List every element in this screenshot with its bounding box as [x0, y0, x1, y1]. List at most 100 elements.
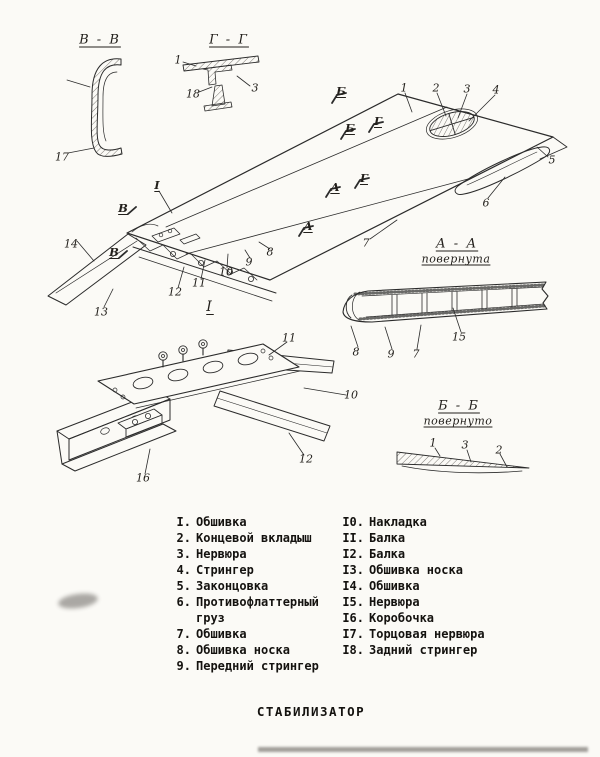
- legend-item: 5. Законцовка: [163, 578, 326, 594]
- callout-9: 9: [245, 255, 253, 269]
- callout-12: 12: [168, 285, 182, 299]
- legend-item-label: Передний стрингер: [196, 659, 319, 673]
- legend-item-number: II.: [342, 531, 364, 545]
- legend-item: I4.Обшивка: [336, 578, 485, 594]
- detail-i-drawing: [56, 339, 347, 475]
- legend-item: 7. Обшивка: [163, 626, 326, 642]
- callout-bb-3: 3: [461, 438, 469, 452]
- detail-i-label: I: [206, 299, 214, 315]
- legend-item-label: Законцовка: [196, 579, 269, 593]
- callout-7: 7: [362, 236, 370, 250]
- section-bb-label: Б - Б: [438, 398, 480, 414]
- callout-bb-2: 2: [495, 443, 503, 457]
- callout-bb-1: 1: [429, 436, 437, 450]
- legend-column-right: I0.Накладка II.Балка I2.Балка I3.Обшивка…: [336, 514, 485, 674]
- legend-item-number: I5.: [342, 595, 364, 609]
- legend-item-label: Накладка: [369, 515, 427, 529]
- section-aa-note: повернута: [421, 252, 491, 266]
- legend-item-number: I7.: [342, 627, 364, 641]
- legend-item-number: 6.: [176, 595, 191, 609]
- legend-item-number: I3.: [342, 563, 364, 577]
- scan-streak-artifact: [258, 747, 588, 752]
- legend-item-number: 5.: [176, 579, 191, 593]
- callout-11: 11: [192, 276, 206, 290]
- callout-aa-8: 8: [352, 345, 360, 359]
- section-aa-label: А - А: [435, 236, 479, 252]
- callout-detail-12: 12: [299, 452, 313, 466]
- callout-14: 14: [64, 237, 78, 251]
- legend-item: I. Обшивка: [163, 514, 326, 530]
- cut-mark-g-top: Г: [374, 114, 382, 128]
- section-vv-label: В - В: [79, 32, 121, 48]
- main-view-drawing: [47, 92, 568, 308]
- legend-item-number: I8.: [342, 643, 364, 657]
- callout-1: 1: [400, 81, 408, 95]
- callout-16: 16: [136, 471, 150, 485]
- section-gg-label: Г - Г: [209, 32, 249, 48]
- callout-2: 2: [432, 81, 440, 95]
- callout-6: 6: [482, 196, 490, 210]
- legend-item-label: Балка: [369, 531, 406, 545]
- legend-item-number: 8.: [176, 643, 191, 657]
- drawing-title: СТАБИЛИЗАТОР: [256, 704, 366, 719]
- legend-item-label: Торцовая нервюра: [369, 627, 485, 641]
- legend-item: 4. Стрингер: [163, 562, 326, 578]
- legend-item: 6. Противофлаттерный груз: [163, 594, 326, 626]
- legend-item: I3. Обшивка носка: [336, 562, 485, 578]
- callout-detail-11: 11: [282, 331, 296, 345]
- cut-mark-b-mid: Б: [345, 121, 355, 135]
- legend-item-label: Обшивка носка: [196, 643, 290, 657]
- legend-item-label: Балка: [369, 547, 406, 561]
- legend-item: II. Балка: [336, 530, 485, 546]
- callout-gg-3: 3: [251, 81, 259, 95]
- legend-item: I6. Коробочка: [336, 610, 485, 626]
- cut-mark-v-top: В: [118, 201, 128, 215]
- callout-15: 15: [452, 330, 466, 344]
- legend-item-label: Противофлаттерный груз: [196, 595, 319, 625]
- callout-5: 5: [548, 153, 556, 167]
- legend-item-label: Стрингер: [196, 563, 254, 577]
- legend-item-number: I6.: [342, 611, 364, 625]
- legend-item-number: 2.: [176, 531, 191, 545]
- legend-item-label: Коробочка: [369, 611, 435, 625]
- section-bb-drawing: [396, 447, 530, 474]
- legend-item-label: Обшивка: [196, 515, 247, 529]
- callout-17: 17: [55, 150, 69, 164]
- legend-item-number: I2.: [342, 547, 364, 561]
- legend-item: I2. Балка: [336, 546, 485, 562]
- legend-item-number: 4.: [176, 563, 191, 577]
- cut-mark-a-top: А: [330, 180, 340, 194]
- legend-item-number: 9.: [176, 659, 191, 673]
- legend-item-number: I.: [176, 515, 191, 529]
- callout-3: 3: [463, 82, 471, 96]
- legend-item: 2. Концевой вкладыш: [163, 530, 326, 546]
- legend-item: I8.Задний стрингер: [336, 642, 485, 658]
- callout-13: 13: [94, 305, 108, 319]
- section-bb-note: повернуто: [423, 414, 493, 428]
- legend-item-number: 3.: [176, 547, 191, 561]
- legend-item-label: Обшивка: [196, 627, 247, 641]
- legend-item-label: Обшивка носка: [369, 563, 463, 577]
- callout-8: 8: [266, 245, 274, 259]
- legend-column-left: I. Обшивка 2. Концевой вкладыш 3. Нервюра 4…: [163, 514, 326, 674]
- section-gg-drawing: [182, 55, 260, 112]
- cut-mark-v-bot: В: [109, 245, 119, 259]
- legend-item: I7. Торцовая нервюра: [336, 626, 485, 642]
- callout-gg-1: 1: [174, 53, 182, 67]
- legend-item-number: 7.: [176, 627, 191, 641]
- legend-item-label: Нервюра: [369, 595, 420, 609]
- cut-mark-b-top: Б: [336, 84, 346, 98]
- cut-mark-g-mid: Г: [360, 171, 368, 185]
- cut-mark-a-mid: А: [303, 219, 313, 233]
- legend-item: I5. Нервюра: [336, 594, 485, 610]
- parts-legend: I. Обшивка 2. Концевой вкладыш 3. Нервюра 4…: [163, 514, 485, 674]
- legend-item-label: Обшивка: [369, 579, 420, 593]
- section-aa-drawing: [342, 281, 549, 350]
- legend-item-label: Концевой вкладыш: [196, 531, 312, 545]
- callout-detail-10: 10: [344, 388, 358, 402]
- legend-item-label: Нервюра: [196, 547, 247, 561]
- legend-item: 3. Нервюра: [163, 546, 326, 562]
- legend-item: 9. Передний стрингер: [163, 658, 326, 674]
